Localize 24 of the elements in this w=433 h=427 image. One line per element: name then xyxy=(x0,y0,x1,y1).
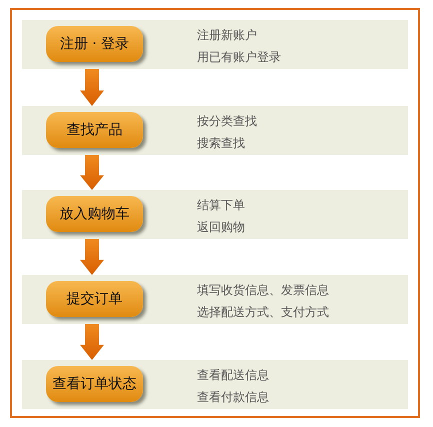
arrow xyxy=(80,69,104,106)
description-text: 填写收货信息、发票信息 xyxy=(197,283,329,297)
step-band xyxy=(22,275,408,324)
description-text: 查看付款信息 xyxy=(197,390,269,404)
description-text: 搜索查找 xyxy=(197,136,245,150)
arrow xyxy=(80,155,104,190)
step-band xyxy=(22,190,408,239)
step-band xyxy=(22,106,408,155)
step-button: 注册 · 登录 xyxy=(46,26,143,62)
description-text: 结算下单 xyxy=(197,198,245,212)
description-text: 用已有账户登录 xyxy=(197,50,281,64)
arrow xyxy=(80,239,104,275)
arrow xyxy=(80,324,104,360)
step-button: 放入购物车 xyxy=(46,196,143,232)
description-text: 返回购物 xyxy=(197,220,245,234)
description-text: 注册新账户 xyxy=(197,28,257,42)
description-text: 查看配送信息 xyxy=(197,368,269,382)
step-button: 查找产品 xyxy=(46,112,143,148)
step-button: 提交订单 xyxy=(46,281,143,317)
step-band xyxy=(22,360,408,409)
step-button: 查看订单状态 xyxy=(46,366,143,402)
description-text: 选择配送方式、支付方式 xyxy=(197,305,329,319)
step-band xyxy=(22,20,408,69)
description-text: 按分类查找 xyxy=(197,114,257,128)
